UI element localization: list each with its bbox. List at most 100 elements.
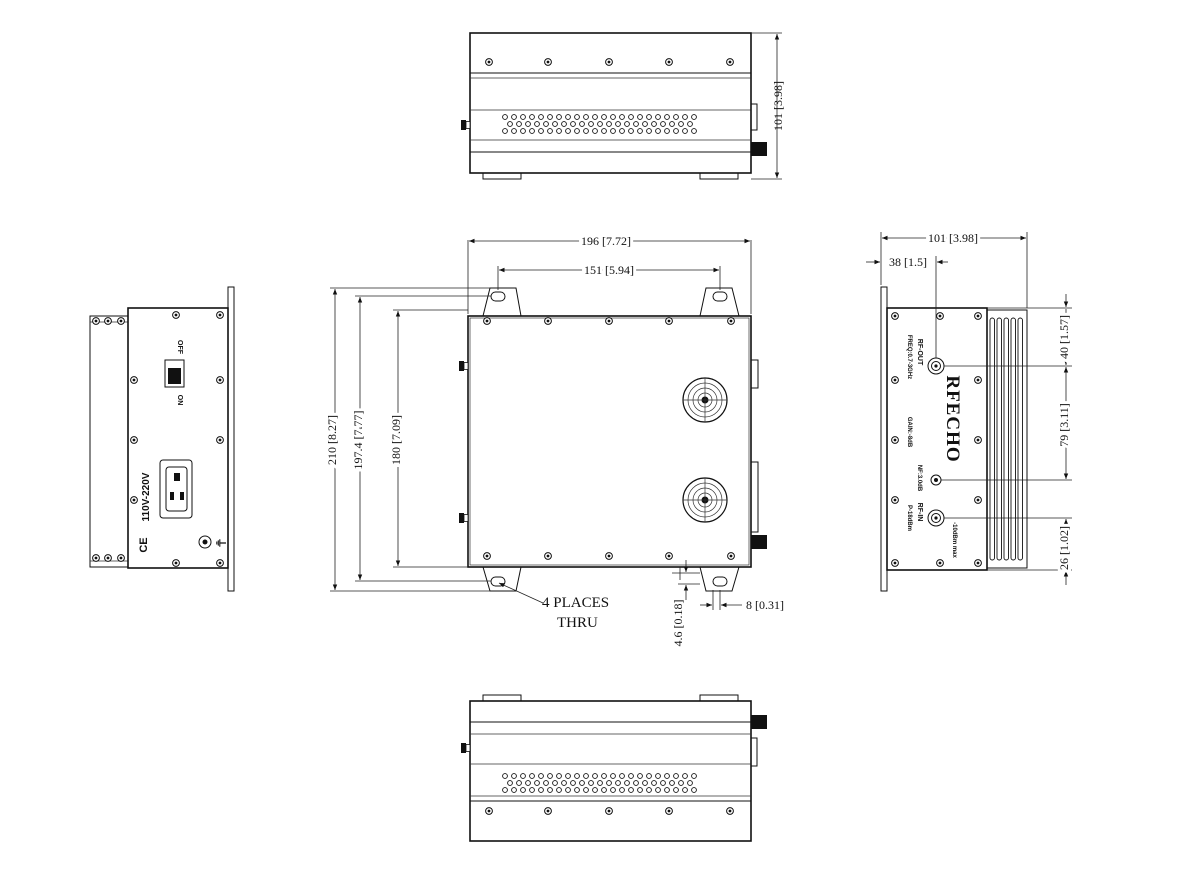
vent-hole <box>502 787 508 793</box>
vent-hole <box>610 773 616 779</box>
vent-hole <box>646 128 652 134</box>
vent-hole <box>502 114 508 120</box>
vent-hole <box>628 787 634 793</box>
mount-hole <box>490 576 506 587</box>
vent-hole <box>651 780 657 786</box>
vent-hole <box>583 773 589 779</box>
heat-sink-fin <box>1010 317 1016 561</box>
dim-conn-bot: 26 [1.02] <box>1057 526 1071 570</box>
dim-hole-spacing: 151 [5.94] <box>584 263 634 277</box>
label-nf: NF:3.0dB <box>916 465 922 492</box>
vent-hole <box>664 128 670 134</box>
vent-hole <box>633 121 639 127</box>
label-on: ON <box>176 395 183 406</box>
vent-hole <box>678 121 684 127</box>
heat-sink-fin <box>989 317 995 561</box>
dim-ear-depth: 4.6 [0.18] <box>671 600 685 647</box>
heat-sink-fins <box>989 317 1023 561</box>
vent-hole <box>624 780 630 786</box>
vent-hole <box>538 114 544 120</box>
vent-hole <box>597 780 603 786</box>
mount-hole <box>712 291 728 302</box>
vent-hole <box>655 787 661 793</box>
vent-hole <box>691 114 697 120</box>
vent-hole <box>637 773 643 779</box>
vent-hole <box>651 121 657 127</box>
vent-hole <box>520 128 526 134</box>
vent-hole <box>534 121 540 127</box>
vent-hole <box>592 773 598 779</box>
vent-holes <box>502 773 697 793</box>
vent-hole <box>507 780 513 786</box>
label-freq: FREQ:0.7-3GHz <box>906 335 912 379</box>
vent-hole <box>574 128 580 134</box>
vent-hole <box>583 787 589 793</box>
vent-hole <box>619 114 625 120</box>
vent-hole <box>642 121 648 127</box>
vent-hole <box>624 121 630 127</box>
vent-hole <box>538 773 544 779</box>
vent-hole <box>565 773 571 779</box>
vent-hole <box>565 787 571 793</box>
vent-hole <box>534 780 540 786</box>
vent-hole <box>543 121 549 127</box>
vent-holes <box>502 114 697 134</box>
vent-hole <box>556 773 562 779</box>
dim-top-height: 101 [3.98] <box>771 81 785 131</box>
vent-hole <box>691 128 697 134</box>
vent-hole <box>682 114 688 120</box>
vent-hole <box>525 121 531 127</box>
heat-sink-fin <box>1003 317 1009 561</box>
vent-hole <box>547 773 553 779</box>
vent-hole <box>682 773 688 779</box>
vent-hole <box>678 780 684 786</box>
power-inlet <box>159 459 193 519</box>
dim-conn-mid: 79 [3.11] <box>1057 403 1071 447</box>
vent-hole <box>660 121 666 127</box>
rf-out-connector <box>927 357 945 375</box>
vent-hole <box>637 787 643 793</box>
vent-hole <box>592 128 598 134</box>
vent-hole <box>556 114 562 120</box>
vent-hole <box>610 787 616 793</box>
label-p-max: P-18dBm <box>906 505 912 531</box>
vent-hole <box>547 787 553 793</box>
vent-hole <box>552 780 558 786</box>
vent-hole <box>619 773 625 779</box>
note-4-places: 4 PLACES <box>542 595 609 611</box>
note-thru: THRU <box>557 615 598 631</box>
vent-hole <box>691 773 697 779</box>
vent-hole <box>570 780 576 786</box>
vent-hole <box>547 114 553 120</box>
vent-hole <box>673 787 679 793</box>
vent-hole <box>628 128 634 134</box>
vent-hole <box>520 114 526 120</box>
vent-hole <box>556 128 562 134</box>
vent-hole <box>516 121 522 127</box>
vent-hole <box>619 128 625 134</box>
vent-hole <box>660 780 666 786</box>
vent-hole <box>673 128 679 134</box>
vent-hole <box>687 121 693 127</box>
vent-hole <box>552 121 558 127</box>
vent-hole <box>561 780 567 786</box>
vent-hole <box>615 121 621 127</box>
ce-mark: CE <box>138 537 150 552</box>
vent-hole <box>561 121 567 127</box>
vent-hole <box>538 787 544 793</box>
heat-sink-fin <box>996 317 1002 561</box>
vent-hole <box>565 114 571 120</box>
vent-hole <box>619 787 625 793</box>
vent-hole <box>565 128 571 134</box>
power-switch[interactable] <box>164 359 185 388</box>
vent-hole <box>570 121 576 127</box>
vent-hole <box>516 780 522 786</box>
vent-hole <box>669 780 675 786</box>
vent-hole <box>691 787 697 793</box>
vent-hole <box>574 114 580 120</box>
label-rf-in: RF-IN <box>916 503 923 522</box>
bottom-view <box>460 694 767 842</box>
label-in-max: -10dBm max <box>951 522 957 558</box>
vent-hole <box>682 128 688 134</box>
